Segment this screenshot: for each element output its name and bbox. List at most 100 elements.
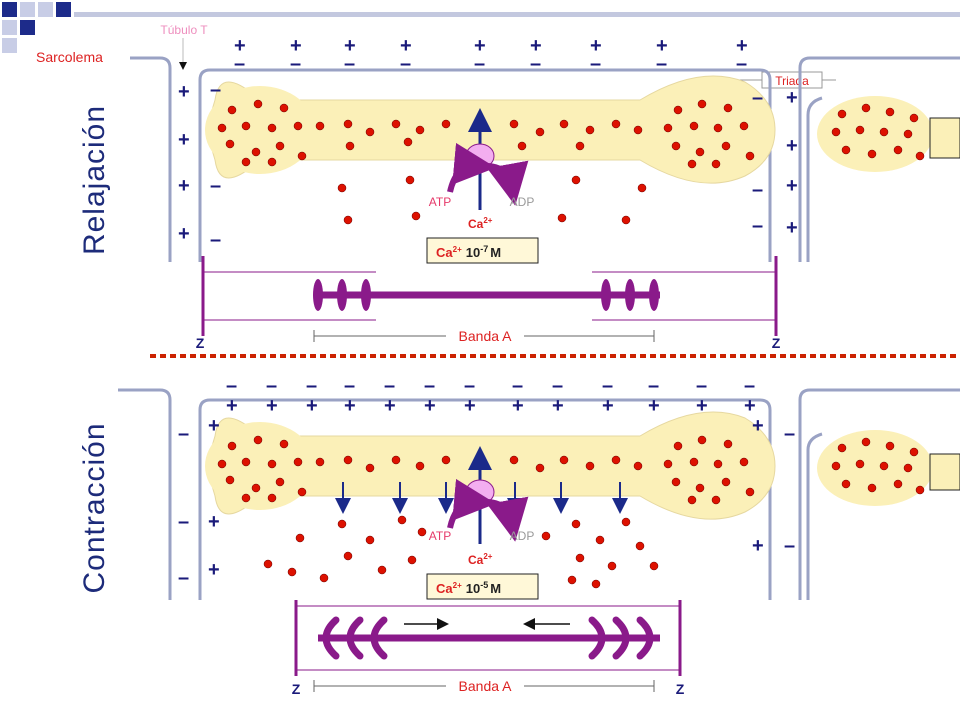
membrane-tubules: [130, 56, 960, 262]
svg-text:+: +: [656, 35, 668, 57]
svg-text:–: –: [744, 375, 755, 397]
svg-text:+: +: [226, 395, 238, 417]
svg-text:+: +: [752, 535, 764, 557]
svg-text:–: –: [474, 53, 485, 75]
svg-text:+: +: [786, 87, 798, 109]
svg-text:–: –: [784, 423, 795, 445]
svg-text:–: –: [648, 375, 659, 397]
charges-relajacion: ++++ +++++ –––– ––––– ++++ ––– ++++ –––: [178, 35, 798, 251]
calcium-dots-cytosol: [337, 175, 647, 225]
svg-text:+: +: [530, 35, 542, 57]
svg-text:+: +: [590, 35, 602, 57]
header-decoration: [2, 2, 960, 53]
svg-text:–: –: [752, 87, 763, 109]
svg-text:+: +: [400, 35, 412, 57]
svg-text:–: –: [736, 53, 747, 75]
svg-text:+: +: [290, 35, 302, 57]
svg-text:+: +: [552, 395, 564, 417]
svg-text:–: –: [344, 375, 355, 397]
svg-text:+: +: [602, 395, 614, 417]
atp-label: ATP: [429, 195, 451, 209]
svg-text:–: –: [752, 179, 763, 201]
svg-text:–: –: [400, 53, 411, 75]
svg-text:+: +: [178, 81, 190, 103]
atp-label: ATP: [429, 529, 451, 543]
svg-text:–: –: [696, 375, 707, 397]
svg-text:–: –: [210, 79, 221, 101]
svg-text:–: –: [210, 229, 221, 251]
svg-text:+: +: [424, 395, 436, 417]
reticulum: [205, 411, 933, 520]
panel-title: Contracción: [78, 422, 111, 593]
ca-ion-label: Ca2+: [468, 552, 493, 567]
triada-label: Triada: [775, 74, 809, 88]
svg-text:+: +: [344, 395, 356, 417]
svg-text:–: –: [552, 375, 563, 397]
svg-text:+: +: [306, 395, 318, 417]
svg-text:–: –: [464, 375, 475, 397]
svg-text:–: –: [210, 175, 221, 197]
svg-text:+: +: [208, 415, 220, 437]
calcium-dots-cytosol: [263, 515, 659, 589]
membrane-tubules: [118, 388, 960, 600]
reticulum: [205, 75, 933, 184]
svg-text:–: –: [226, 375, 237, 397]
band-label: Banda A: [459, 678, 513, 694]
pump-complex: ATP ADP Ca2+: [429, 108, 535, 231]
svg-text:+: +: [696, 395, 708, 417]
z-line-left-label: Z: [196, 335, 205, 351]
svg-text:–: –: [178, 423, 189, 445]
svg-text:–: –: [784, 535, 795, 557]
svg-text:–: –: [512, 375, 523, 397]
panel-contraccion: Contracción: [78, 375, 960, 697]
svg-text:+: +: [234, 35, 246, 57]
svg-text:+: +: [178, 223, 190, 245]
svg-text:–: –: [290, 53, 301, 75]
svg-text:+: +: [266, 395, 278, 417]
svg-text:–: –: [234, 53, 245, 75]
svg-text:+: +: [384, 395, 396, 417]
svg-text:–: –: [344, 53, 355, 75]
svg-text:+: +: [344, 35, 356, 57]
adp-label: ADP: [510, 529, 535, 543]
band-label: Banda A: [459, 328, 513, 344]
svg-text:–: –: [178, 511, 189, 533]
svg-text:Ca2+10-7M: Ca2+10-7M: [436, 244, 501, 260]
svg-text:–: –: [424, 375, 435, 397]
tubulo-label: Túbulo T: [160, 23, 208, 37]
adp-label: ADP: [510, 195, 535, 209]
svg-text:+: +: [178, 129, 190, 151]
z-line-right-label: Z: [676, 681, 685, 697]
svg-text:–: –: [602, 375, 613, 397]
z-line-left-label: Z: [292, 681, 301, 697]
panel-relajacion: Relajación: [78, 35, 960, 351]
svg-text:+: +: [786, 135, 798, 157]
svg-text:–: –: [656, 53, 667, 75]
svg-text:+: +: [786, 217, 798, 239]
svg-text:–: –: [530, 53, 541, 75]
panel-title: Relajación: [78, 105, 111, 255]
svg-text:+: +: [512, 395, 524, 417]
ca-ion-label: Ca2+: [468, 216, 493, 231]
svg-text:–: –: [590, 53, 601, 75]
calcium-dots-stored: [217, 99, 925, 169]
svg-text:+: +: [736, 35, 748, 57]
sarcomere-relajacion: Banda A Z Z: [196, 256, 781, 351]
svg-text:Ca2+10-5M: Ca2+10-5M: [436, 580, 501, 596]
sarcolema-label: Sarcolema: [36, 49, 103, 65]
svg-text:+: +: [648, 395, 660, 417]
sarcomere-contraccion: Banda A Z Z: [292, 600, 685, 697]
charges-contraccion: ––––– ––––– ––– +++++ +++++ +++ +++ ––– …: [178, 375, 795, 589]
pump-complex: ATP ADP Ca2+: [429, 446, 535, 567]
svg-text:+: +: [178, 175, 190, 197]
svg-text:+: +: [786, 175, 798, 197]
svg-text:+: +: [752, 415, 764, 437]
svg-text:–: –: [266, 375, 277, 397]
svg-text:–: –: [178, 567, 189, 589]
svg-text:+: +: [208, 559, 220, 581]
svg-text:+: +: [744, 395, 756, 417]
